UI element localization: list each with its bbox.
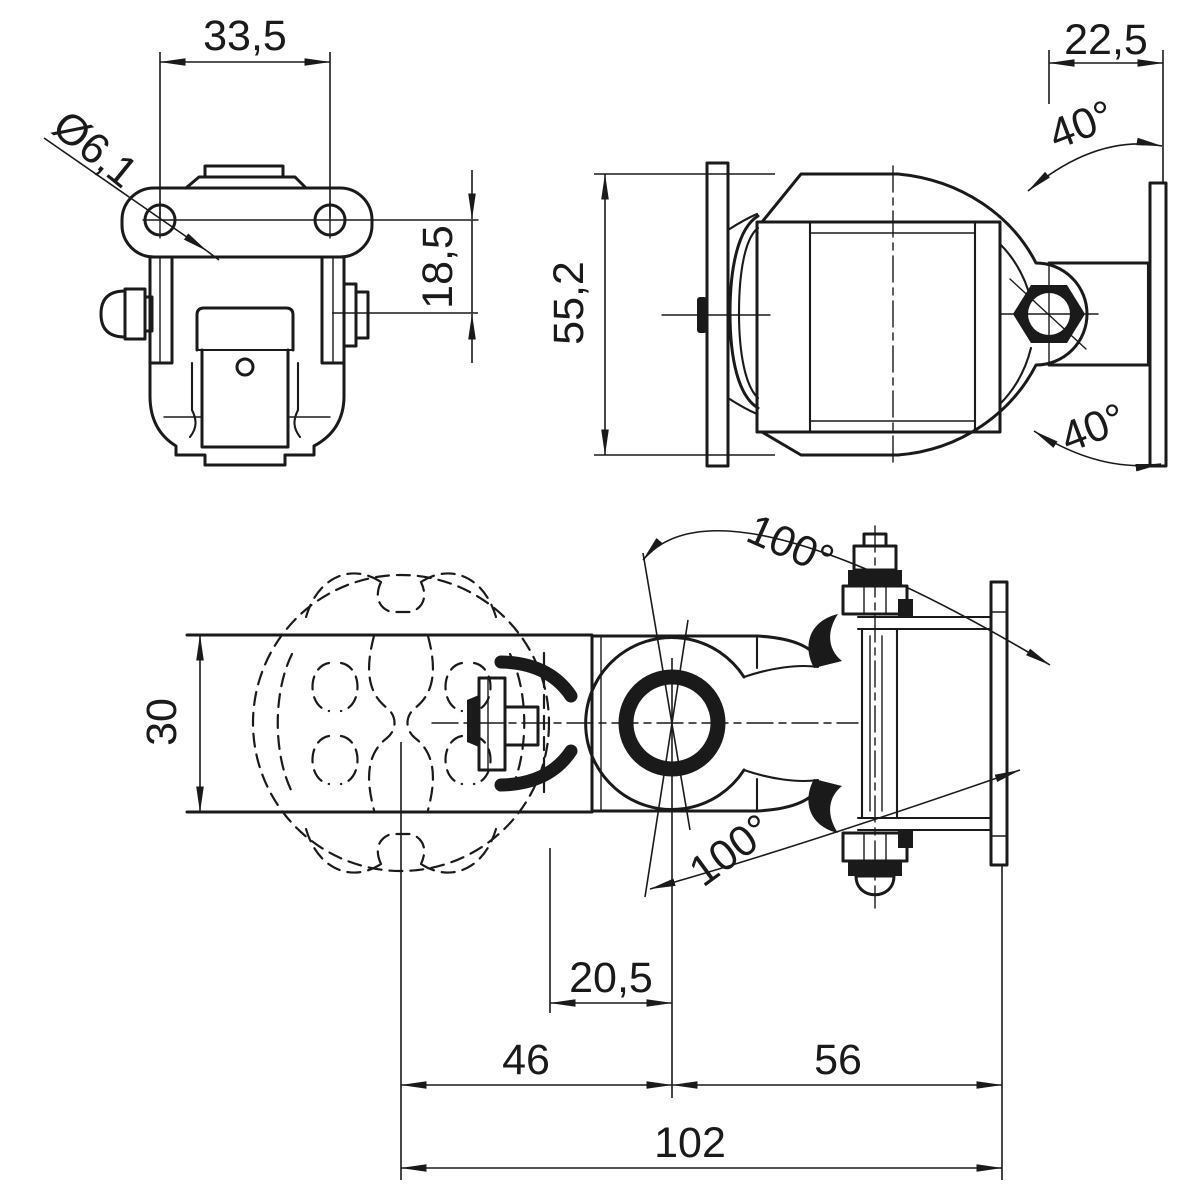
dim-swivel-upper: 100° [740, 505, 841, 585]
clamp-screw [467, 651, 546, 795]
dim-pin-height: 18,5 [414, 225, 462, 309]
dim-swivel-lower: 100° [681, 805, 781, 896]
dim-bracket-depth: 22,5 [1064, 16, 1148, 64]
dim-overall-length: 102 [654, 1119, 726, 1167]
dim-hole-diameter: Ø6,1 [44, 101, 147, 197]
side-view: 55,2 22,5 40° 40° [545, 16, 1168, 472]
dim-front-length: 46 [502, 1036, 550, 1084]
link-assembly [841, 525, 993, 909]
index-pin [99, 289, 127, 339]
dim-hole-spacing: 33,5 [203, 12, 287, 60]
clamp-claw-upper [494, 655, 578, 703]
clamp-screw-end [342, 282, 358, 348]
dim-tilt-down: 40° [1054, 394, 1132, 462]
top-cap-lip [203, 164, 285, 179]
clamp-body [148, 361, 346, 467]
front-view: 33,5 Ø6,1 18,5 [43, 12, 479, 467]
wall-plate-top [989, 580, 1009, 867]
jaw-profile [728, 214, 760, 410]
top-view: 100° 100° 30 20,5 46 56 102 [138, 505, 1051, 1180]
clamp-housing [755, 220, 1002, 434]
mounting-plate [120, 186, 374, 259]
top-cap [184, 175, 308, 190]
clamp-claw-lower [494, 744, 578, 792]
dim-channel-width: 30 [138, 698, 186, 746]
dim-pivot-offset: 20,5 [569, 954, 653, 1002]
dim-tilt-up: 40° [1042, 91, 1120, 159]
center-block [195, 306, 295, 352]
screw-hole [235, 357, 255, 377]
dim-rear-length: 56 [814, 1036, 862, 1084]
dim-body-height: 55,2 [545, 261, 593, 345]
side-plate-left [148, 255, 174, 365]
rear-plate-side [1148, 181, 1168, 468]
